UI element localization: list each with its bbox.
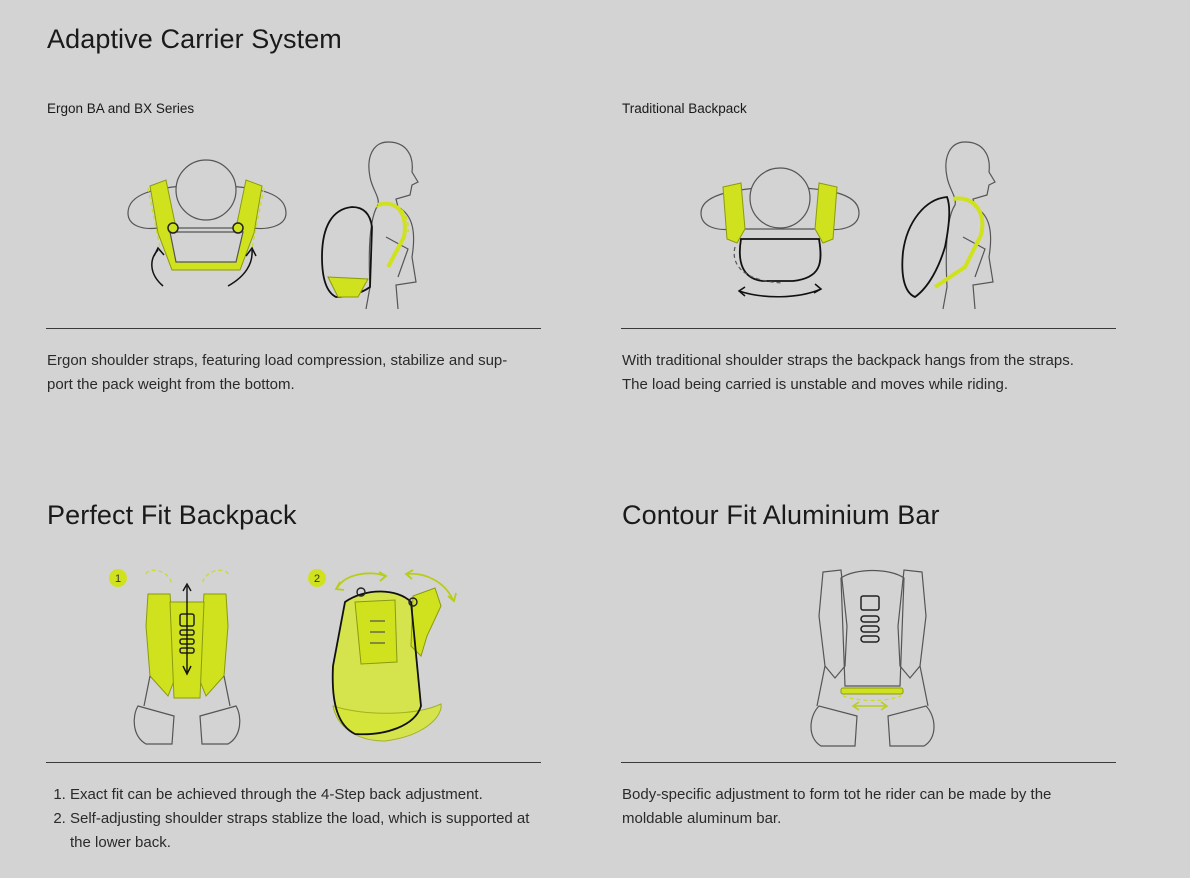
ergon-side-view-icon	[321, 141, 419, 310]
section-title-perfect-fit: Perfect Fit Backpack	[47, 500, 297, 530]
ergon-straps-top-view-icon	[127, 159, 287, 287]
contour-description: Body-specific adjustment to form tot he …	[622, 786, 1052, 827]
badge-2-label: 2	[314, 573, 320, 585]
divider-contour	[621, 762, 1116, 763]
divider-traditional	[621, 328, 1116, 329]
section-title-contour: Contour Fit Aluminium Bar	[622, 500, 940, 530]
subtitle-traditional: Traditional Backpack	[622, 101, 747, 116]
list-item: Self-adjusting shoulder straps stablize …	[70, 807, 530, 855]
divider-perfect-fit	[46, 762, 541, 763]
subtitle-ergon: Ergon BA and BX Series	[47, 101, 195, 116]
traditional-description: With traditional shoulder straps the bac…	[622, 352, 1074, 393]
ergon-description: Ergon shoulder straps, featuring load co…	[47, 352, 508, 393]
aluminium-bar-illustration-icon	[810, 569, 935, 747]
step-2-badge-icon: 2	[308, 569, 326, 587]
list-item: Exact fit can be achieved through the 4-…	[70, 783, 530, 807]
divider-ergon	[46, 328, 541, 329]
traditional-straps-top-view-icon	[700, 167, 860, 298]
badge-1-label: 1	[115, 573, 121, 585]
self-adjusting-straps-illustration-icon	[331, 569, 457, 742]
back-adjustment-illustration-icon	[133, 569, 241, 745]
section-title-adaptive: Adaptive Carrier System	[47, 24, 342, 54]
traditional-side-view-icon	[901, 141, 996, 310]
step-1-badge-icon: 1	[109, 569, 127, 587]
perfect-fit-list: Exact fit can be achieved through the 4-…	[47, 783, 530, 855]
